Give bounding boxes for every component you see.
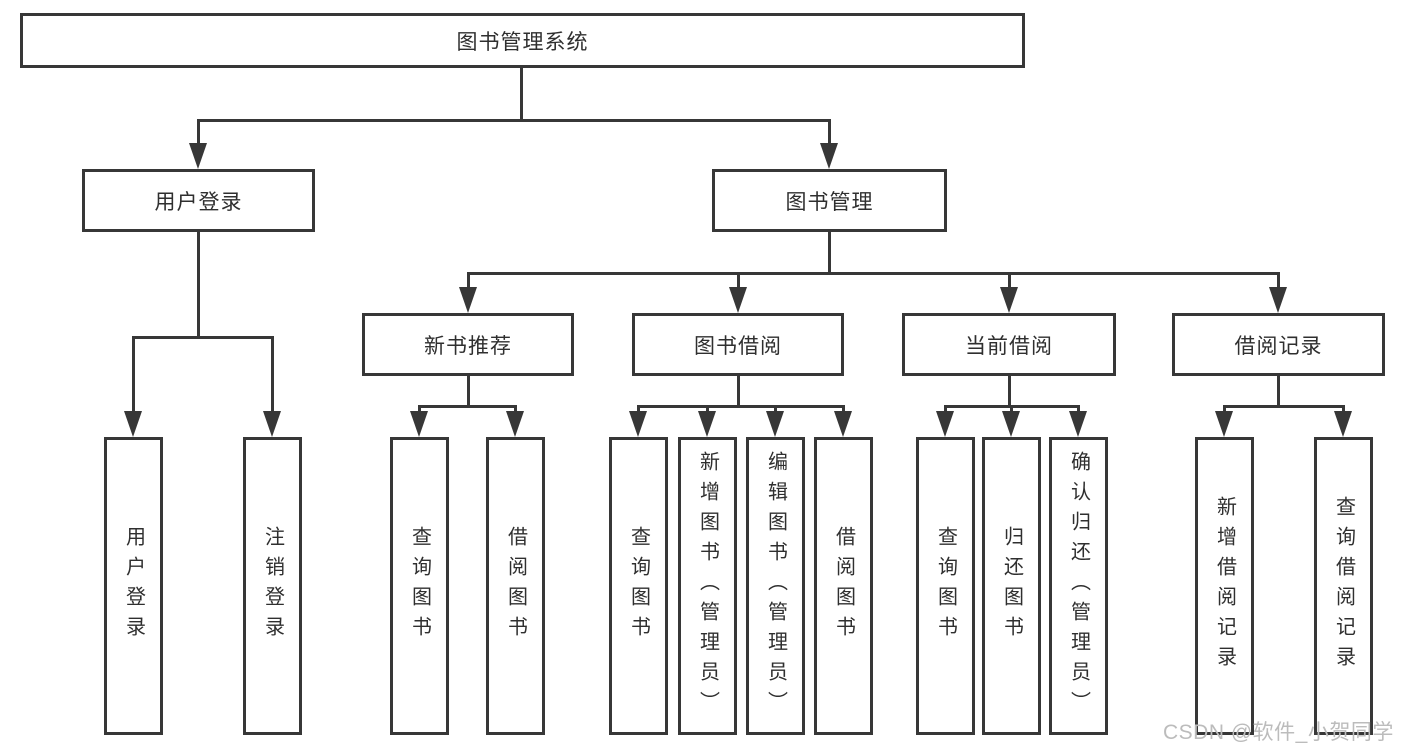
leaf-edit-book-admin: 编辑图书（管理员） [746, 437, 805, 735]
node-new-book-recommend: 新书推荐 [362, 313, 574, 376]
connector-drop-query-record [1342, 405, 1345, 415]
leaf-borrow-books-borrow: 借阅图书 [814, 437, 873, 735]
arrowhead-query-borrow [629, 411, 647, 437]
connector-drop-current-borrow [1008, 272, 1011, 290]
leaf-query-books-current: 查询图书 [916, 437, 975, 735]
arrowhead-leaf-user-login [124, 411, 142, 437]
connector-book-mgmt-bar [467, 272, 1280, 275]
connector-drop-borrow-recommend [514, 405, 517, 415]
csdn-watermark: CSDN @软件_小贺同学 [1163, 721, 1394, 744]
leaf-confirm-return-admin: 确认归还（管理员） [1049, 437, 1108, 735]
connector-drop-book-borrow [737, 272, 740, 290]
arrowhead-return-books [1002, 411, 1020, 437]
connector-book-borrow-bar [637, 405, 845, 408]
arrowhead-book-management [820, 143, 838, 169]
connector-book-borrow-trunk [737, 376, 740, 408]
arrowhead-borrow-recommend [506, 411, 524, 437]
connector-user-login-bar [132, 336, 274, 339]
arrowhead-query-recommend [410, 411, 428, 437]
connector-drop-query-current [944, 405, 947, 415]
connector-user-login-trunk [197, 232, 200, 338]
connector-current-borrow-trunk [1008, 376, 1011, 408]
arrowhead-current-borrow [1000, 287, 1018, 313]
leaf-add-book-admin: 新增图书（管理员） [678, 437, 737, 735]
connector-drop-add-book [706, 405, 709, 415]
arrowhead-borrow-book [834, 411, 852, 437]
connector-drop-user-login [197, 119, 200, 147]
connector-drop-borrow-book [842, 405, 845, 415]
leaf-logout-login: 注销登录 [243, 437, 302, 735]
node-user-login: 用户登录 [82, 169, 315, 232]
connector-drop-book-management [828, 119, 831, 147]
connector-drop-confirm-return [1077, 405, 1080, 415]
node-root: 图书管理系统 [20, 13, 1025, 68]
connector-borrow-records-bar [1223, 405, 1345, 408]
arrowhead-leaf-logout [263, 411, 281, 437]
arrowhead-confirm-return [1069, 411, 1087, 437]
connector-drop-query-recommend [418, 405, 421, 415]
connector-drop-borrow-records [1277, 272, 1280, 290]
leaf-user-login: 用户登录 [104, 437, 163, 735]
connector-new-book-bar [418, 405, 517, 408]
arrowhead-add-record [1215, 411, 1233, 437]
connector-drop-query-borrow [637, 405, 640, 415]
connector-new-book-trunk [467, 376, 470, 408]
connector-drop-new-book [467, 272, 470, 290]
node-book-management: 图书管理 [712, 169, 947, 232]
leaf-query-borrow-record: 查询借阅记录 [1314, 437, 1373, 735]
connector-drop-edit-book [774, 405, 777, 415]
connector-root-bar [197, 119, 831, 122]
connector-drop-leaf-logout [271, 336, 274, 414]
node-book-borrow: 图书借阅 [632, 313, 844, 376]
arrowhead-edit-book [766, 411, 784, 437]
connector-borrow-records-trunk [1277, 376, 1280, 408]
connector-drop-return-books [1010, 405, 1013, 415]
connector-drop-add-record [1223, 405, 1226, 415]
arrowhead-query-current [936, 411, 954, 437]
leaf-query-books-recommend: 查询图书 [390, 437, 449, 735]
connector-drop-leaf-user-login [132, 336, 135, 414]
leaf-borrow-books-recommend: 借阅图书 [486, 437, 545, 735]
node-current-borrow: 当前借阅 [902, 313, 1116, 376]
arrowhead-user-login [189, 143, 207, 169]
arrowhead-book-borrow [729, 287, 747, 313]
arrowhead-new-book [459, 287, 477, 313]
node-borrow-records: 借阅记录 [1172, 313, 1385, 376]
leaf-add-borrow-record: 新增借阅记录 [1195, 437, 1254, 735]
arrowhead-borrow-records [1269, 287, 1287, 313]
connector-root-trunk [520, 68, 523, 120]
arrowhead-query-record [1334, 411, 1352, 437]
arrowhead-add-book [698, 411, 716, 437]
leaf-query-books-borrow: 查询图书 [609, 437, 668, 735]
leaf-return-books: 归还图书 [982, 437, 1041, 735]
connector-book-mgmt-trunk [828, 232, 831, 274]
